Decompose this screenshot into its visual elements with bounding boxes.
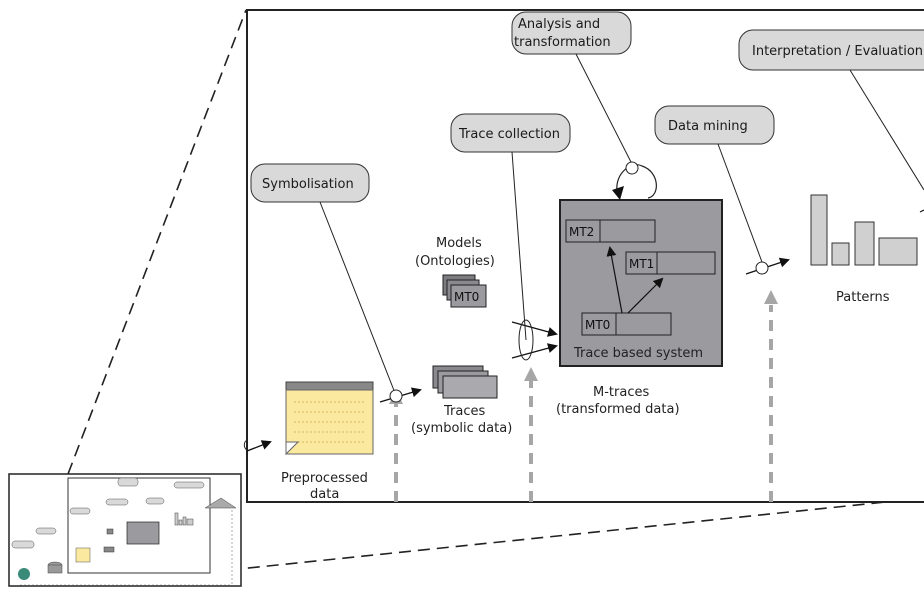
trace-based-system-label: Trace based system: [573, 346, 703, 361]
bubble-data-mining: Data mining: [654, 105, 775, 145]
data-mining-arrow: [745, 257, 790, 275]
preprocessed-label-1: Preprocessed: [281, 471, 368, 486]
bubble-interpretation-label: Interpretation / Evaluation: [752, 44, 923, 59]
mt0-label: MT0: [585, 318, 610, 332]
traces-label-1: Traces: [443, 404, 485, 419]
mtraces-label-2: (transformed data): [556, 402, 680, 417]
models-stack: MT0: [442, 274, 487, 308]
trace-based-system: MT2 MT1 MT0 Trace based system: [559, 199, 723, 367]
mt0-box: [581, 312, 672, 336]
patterns-label: Patterns: [836, 290, 890, 305]
leader-lines: [319, 53, 924, 394]
preprocessed-data-note: [285, 381, 374, 456]
models-label-1: Models: [436, 236, 482, 251]
traces-stack: [432, 365, 498, 399]
patterns-chart: [810, 194, 924, 266]
trace-collection-arrows: [511, 319, 558, 361]
mt1-box: [625, 251, 716, 275]
symbolisation-arrow: [379, 387, 422, 403]
bubble-symbolisation: Symbolisation: [250, 163, 370, 203]
bubble-symbolisation-label: Symbolisation: [262, 177, 354, 192]
bubble-analysis-label-2: transformation: [514, 35, 611, 50]
mtraces-label-1: M-traces: [593, 385, 649, 400]
bubble-analysis: Analysis and transformation: [511, 11, 632, 55]
bubble-trace-collection: Trace collection: [450, 113, 571, 153]
bubble-interpretation: Interpretation / Evaluation: [738, 29, 924, 71]
mt2-box: [565, 219, 656, 243]
models-mt0-label: MT0: [454, 290, 479, 304]
analysis-loop: [612, 161, 657, 200]
preprocessed-label-2: data: [310, 487, 339, 502]
traces-label-2: (symbolic data): [411, 421, 512, 436]
incoming-arrow: [243, 439, 272, 452]
bubble-analysis-label-1: Analysis and: [518, 17, 600, 32]
zoom-projection-lines: [67, 9, 924, 573]
mt1-label: MT1: [629, 257, 654, 271]
models-label-2: (Ontologies): [415, 254, 495, 269]
overview-thumbnail: [8, 473, 242, 587]
bubble-trace-collection-label: Trace collection: [458, 127, 560, 142]
mt2-label: MT2: [569, 225, 594, 239]
bubble-data-mining-label: Data mining: [668, 119, 748, 134]
